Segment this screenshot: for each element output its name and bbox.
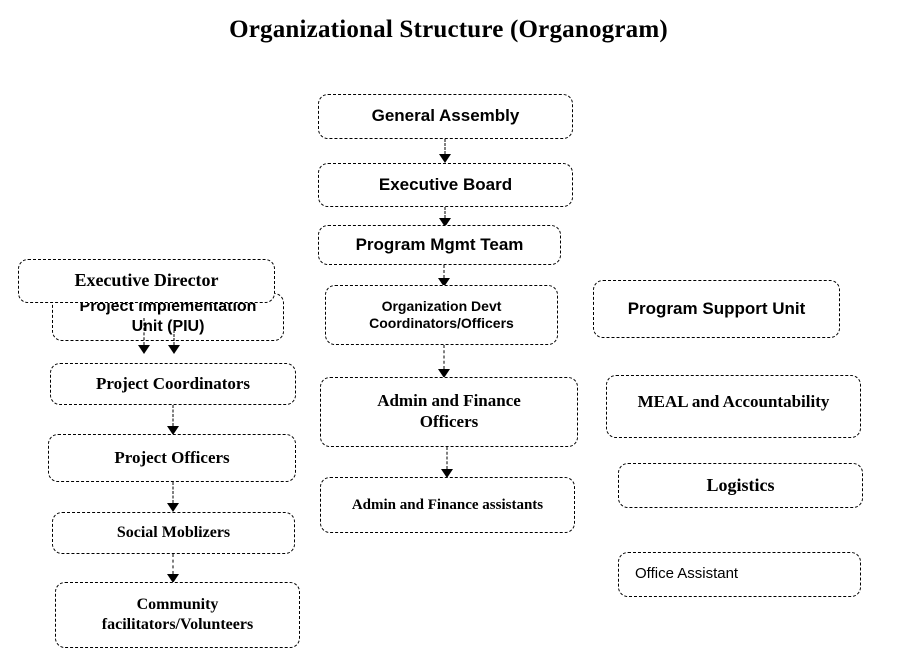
- node-organization-devt[interactable]: Organization Devt Coordinators/Officers: [325, 285, 558, 345]
- node-admin-finance-assistants-label: Admin and Finance assistants: [351, 496, 544, 513]
- arrow-executive-board-to-program-mgmt-team: [439, 207, 451, 227]
- node-social-mobilizers[interactable]: Social Moblizers: [52, 512, 295, 554]
- arrow-social-mobilizers-to-community-facilitators: [167, 554, 179, 583]
- node-project-coordinators[interactable]: Project Coordinators: [50, 363, 296, 405]
- arrow-executive-director-to-project-coordinators: [138, 318, 150, 354]
- node-general-assembly-label: General Assembly: [371, 106, 520, 126]
- node-general-assembly[interactable]: General Assembly: [318, 94, 573, 139]
- node-community-facilitators[interactable]: Community facilitators/Volunteers: [55, 582, 300, 648]
- node-program-support-unit-label: Program Support Unit: [627, 298, 806, 318]
- arrow-general-assembly-to-executive-board: [439, 139, 451, 163]
- node-executive-board-label: Executive Board: [378, 174, 513, 194]
- page-title: Organizational Structure (Organogram): [229, 16, 668, 43]
- arrow-project-coordinators-to-project-officers: [167, 405, 179, 435]
- node-executive-board[interactable]: Executive Board: [318, 163, 573, 207]
- node-executive-director[interactable]: Executive Director: [18, 259, 275, 303]
- node-logistics[interactable]: Logistics: [618, 463, 863, 508]
- arrow-program-mgmt-team-to-org-devt: [438, 265, 450, 287]
- node-executive-director-label: Executive Director: [74, 270, 219, 291]
- arrow-project-officers-to-social-mobilizers: [167, 482, 179, 512]
- arrow-piu-to-project-coordinators: [168, 330, 180, 354]
- arrow-admin-finance-officers-to-assistants: [441, 447, 453, 478]
- node-admin-finance-officers-label: Admin and Finance Officers: [377, 391, 521, 431]
- node-office-assistant-label: Office Assistant: [635, 565, 739, 583]
- node-project-officers-label: Project Officers: [114, 447, 230, 467]
- node-admin-finance-assistants[interactable]: Admin and Finance assistants: [320, 477, 575, 533]
- node-meal-accountability-label: MEAL and Accountability: [637, 392, 830, 411]
- node-admin-finance-officers[interactable]: Admin and Finance Officers: [320, 377, 578, 447]
- node-project-officers[interactable]: Project Officers: [48, 434, 296, 482]
- node-project-coordinators-label: Project Coordinators: [95, 373, 251, 393]
- node-program-mgmt-team[interactable]: Program Mgmt Team: [318, 225, 561, 265]
- node-organization-devt-label: Organization Devt Coordinators/Officers: [369, 297, 514, 331]
- node-program-support-unit[interactable]: Program Support Unit: [593, 280, 840, 338]
- node-program-mgmt-team-label: Program Mgmt Team: [355, 234, 524, 254]
- arrow-org-devt-to-admin-finance-officers: [438, 345, 450, 378]
- node-community-facilitators-label: Community facilitators/Volunteers: [101, 596, 254, 633]
- node-logistics-label: Logistics: [706, 474, 775, 495]
- node-social-mobilizers-label: Social Moblizers: [116, 524, 231, 542]
- node-office-assistant[interactable]: Office Assistant: [618, 552, 861, 597]
- node-meal-accountability[interactable]: MEAL and Accountability: [606, 375, 861, 438]
